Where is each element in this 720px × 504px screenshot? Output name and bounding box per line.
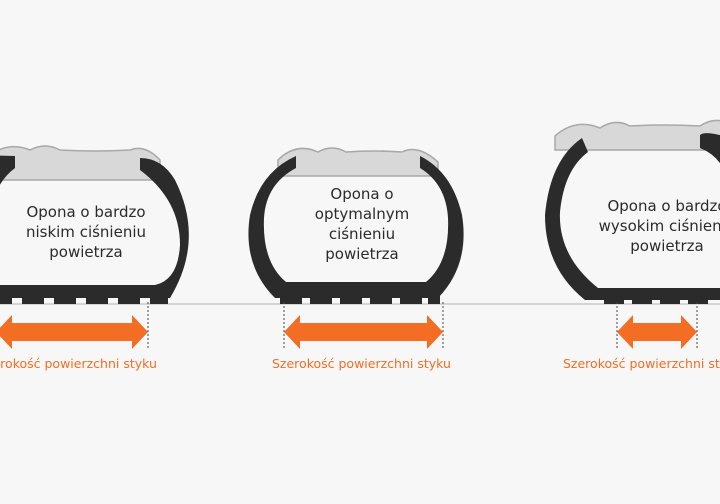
tread-blocks-optimal-pressure [280,296,440,304]
tire-label-line: Opona o bardzo [26,203,146,221]
tire-body-low-pressure [0,155,189,298]
tire-label-line: optymalnym [314,205,410,223]
tire-label-line: powietrza [630,237,704,255]
double-arrow-icon [0,315,148,349]
contact-width-label-low-pressure: Szerokość powierzchni styku [0,356,157,371]
tire-label-line: Opona o [330,185,394,203]
double-arrow-icon [284,315,443,349]
contact-width-label-high-pressure: Szerokość powierzchni styku [563,356,720,371]
tire-body-optimal-pressure [248,156,464,298]
rim-low-pressure [0,145,161,181]
tire-label-line: ciśnieniu [328,225,396,243]
tire-low-pressure [0,145,189,304]
double-arrow-icon [617,315,697,349]
rim-high-pressure [554,119,720,151]
tire-label-high-pressure: Opona o bardzo wysokim ciśnieniu powietrza [577,196,720,256]
tire-label-line: wysokim ciśnieniu [598,217,720,235]
tire-optimal-pressure [248,147,464,304]
tire-label-optimal-pressure: Opona o optymalnym ciśnieniu powietrza [277,184,447,264]
tire-label-line: Opona o bardzo [607,197,720,215]
contact-width-label-optimal-pressure: Szerokość powierzchni styku [272,356,451,371]
tire-high-pressure [545,119,720,304]
tire-label-line: powietrza [49,243,123,261]
tire-label-low-pressure: Opona o bardzo niskim ciśnieniu powietrza [0,202,176,262]
tire-label-line: niskim ciśnieniu [25,223,147,241]
contact-width-indicators [0,302,698,350]
tire-label-line: powietrza [325,245,399,263]
tread-blocks-low-pressure [0,296,168,304]
rim-optimal-pressure [277,147,439,177]
tread-blocks-high-pressure [604,298,708,304]
